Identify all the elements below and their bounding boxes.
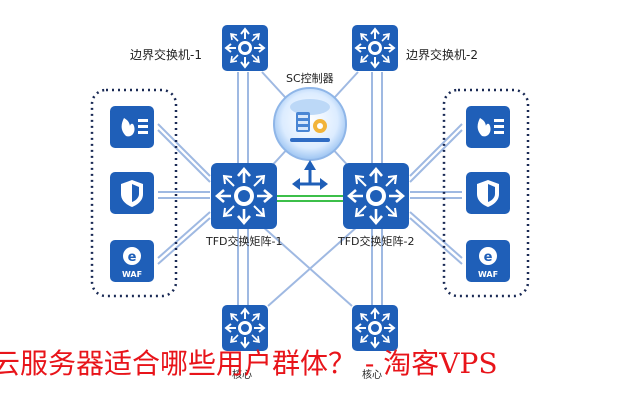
watermark-caption: 云服务器适合哪些用户群体？ - 淘客VPS <box>0 347 498 380</box>
security-group-right <box>442 88 530 298</box>
tfd-interlink <box>276 195 344 202</box>
tfd-matrix-1-icon[interactable] <box>209 161 279 231</box>
shield-icon-left[interactable] <box>110 172 154 214</box>
waf-icon-left[interactable]: e WAF <box>110 240 154 282</box>
firewall-icon-left[interactable] <box>110 106 154 148</box>
tfd-matrix-2-icon[interactable] <box>341 161 411 231</box>
border-switch-1-icon[interactable] <box>221 24 269 72</box>
tfd-matrix-2-label: TFD交换矩阵-2 <box>338 235 415 248</box>
firewall-icon-right[interactable] <box>466 106 510 148</box>
sc-controller-icon[interactable] <box>273 87 347 161</box>
control-arrow-icon <box>292 160 328 190</box>
shield-icon-right[interactable] <box>466 172 510 214</box>
security-group-left <box>90 88 178 298</box>
border-switch-2-icon[interactable] <box>351 24 399 72</box>
waf-label-left: WAF <box>122 270 142 279</box>
waf-icon-right[interactable]: e WAF <box>466 240 510 282</box>
waf-letter-left: e <box>128 250 137 265</box>
waf-label-right: WAF <box>478 270 498 279</box>
border-switch-2-label: 边界交换机-2 <box>406 48 478 62</box>
border-switch-1-label: 边界交换机-1 <box>130 48 202 62</box>
core-switch-2-label: 核心 <box>362 370 382 381</box>
core-switch-1-label: 核心 <box>232 370 252 381</box>
waf-letter-right: e <box>484 250 493 265</box>
tfd-matrix-1-label: TFD交换矩阵-1 <box>206 235 283 248</box>
sc-controller-label: SC控制器 <box>286 72 334 85</box>
